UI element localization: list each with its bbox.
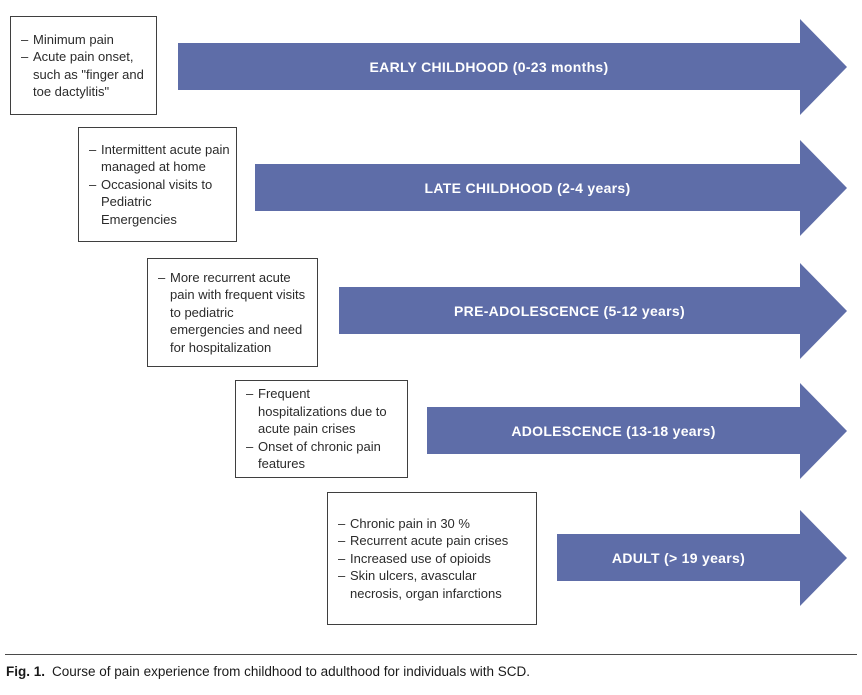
bullet-text: Minimum pain (33, 31, 114, 47)
bullet-dash: – (158, 269, 166, 285)
note-bullet: – Acute pain onset, such as "finger and … (21, 48, 150, 101)
bullet-text: Chronic pain in 30 % (350, 515, 470, 531)
bullet-dash: – (338, 533, 346, 549)
bullet-dash: – (21, 49, 29, 64)
bullet-dash: – (246, 438, 254, 454)
bullet-text: More recurrent acute pain with frequent … (170, 269, 306, 355)
bullet-dash: – (338, 550, 346, 566)
stage-arrow-label: ADULT (> 19 years) (611, 549, 746, 566)
caption-rule (5, 654, 857, 655)
arrow-head-icon (800, 19, 847, 115)
stage-arrow-pre-adolescence: PRE-ADOLESCENCE (5-12 years) (339, 287, 800, 334)
note-box-pre-adolescence: – More recurrent acute pain with frequen… (147, 258, 318, 367)
arrow-head-icon (800, 140, 847, 236)
stage-arrow-label: PRE-ADOLESCENCE (5-12 years) (454, 302, 685, 319)
bullet-dash: – (21, 31, 29, 47)
arrow-head-icon (800, 383, 847, 479)
note-bullet: – Minimum pain (21, 31, 150, 49)
bullet-dash: – (89, 176, 97, 192)
note-bullet: – Frequent hospitalizations due to acute… (246, 385, 401, 438)
figure-caption-text: Course of pain experience from childhood… (52, 664, 531, 679)
bullet-text: Skin ulcers, avascular necrosis, organ i… (350, 568, 502, 601)
note-box-late-childhood: – Intermittent acute pain managed at hom… (78, 127, 237, 242)
note-bullet: – Chronic pain in 30 % (338, 515, 530, 533)
figure-caption-label: Fig. 1. (6, 664, 46, 679)
bullet-dash: – (89, 141, 97, 157)
stage-arrow-adolescence: ADOLESCENCE (13-18 years) (427, 407, 800, 454)
bullet-dash: – (338, 568, 346, 584)
bullet-text: Frequent hospitalizations due to acute p… (258, 386, 387, 437)
arrow-head-icon (800, 263, 847, 359)
arrow-head-icon (800, 510, 847, 606)
bullet-text: Acute pain onset, such as "finger and to… (33, 49, 144, 99)
bullet-text: Onset of chronic pain features (258, 438, 381, 472)
bullet-dash: – (246, 386, 254, 402)
figure-caption: Fig. 1. Course of pain experience from ch… (6, 663, 856, 680)
note-bullet: – Intermittent acute pain managed at hom… (89, 141, 230, 176)
note-bullet: – Onset of chronic pain features (246, 438, 401, 473)
bullet-text: Intermittent acute pain managed at home (101, 141, 230, 175)
note-bullet: – Skin ulcers, avascular necrosis, organ… (338, 567, 530, 602)
note-box-early-childhood: – Minimum pain – Acute pain onset, such … (10, 16, 157, 115)
bullet-dash: – (338, 515, 346, 531)
note-bullet: – More recurrent acute pain with frequen… (158, 269, 311, 357)
note-bullet: – Increased use of opioids (338, 550, 530, 568)
stage-arrow-adult: ADULT (> 19 years) (557, 534, 800, 581)
bullet-text: Increased use of opioids (350, 550, 491, 566)
bullet-text: Recurrent acute pain crises (350, 533, 509, 549)
note-box-adolescence: – Frequent hospitalizations due to acute… (235, 380, 408, 478)
stage-arrow-early-childhood: EARLY CHILDHOOD (0-23 months) (178, 43, 800, 90)
note-box-adult: – Chronic pain in 30 % – Recurrent acute… (327, 492, 537, 625)
stage-arrow-label: ADOLESCENCE (13-18 years) (511, 422, 716, 439)
stage-arrow-label: EARLY CHILDHOOD (0-23 months) (369, 58, 609, 75)
note-bullet: – Recurrent acute pain crises (338, 532, 530, 550)
note-bullet: – Occasional visits to Pediatric Emergen… (89, 176, 230, 229)
bullet-text: Occasional visits to Pediatric Emergenci… (101, 176, 213, 227)
stage-arrow-label: LATE CHILDHOOD (2-4 years) (424, 179, 631, 196)
stage-arrow-late-childhood: LATE CHILDHOOD (2-4 years) (255, 164, 800, 211)
